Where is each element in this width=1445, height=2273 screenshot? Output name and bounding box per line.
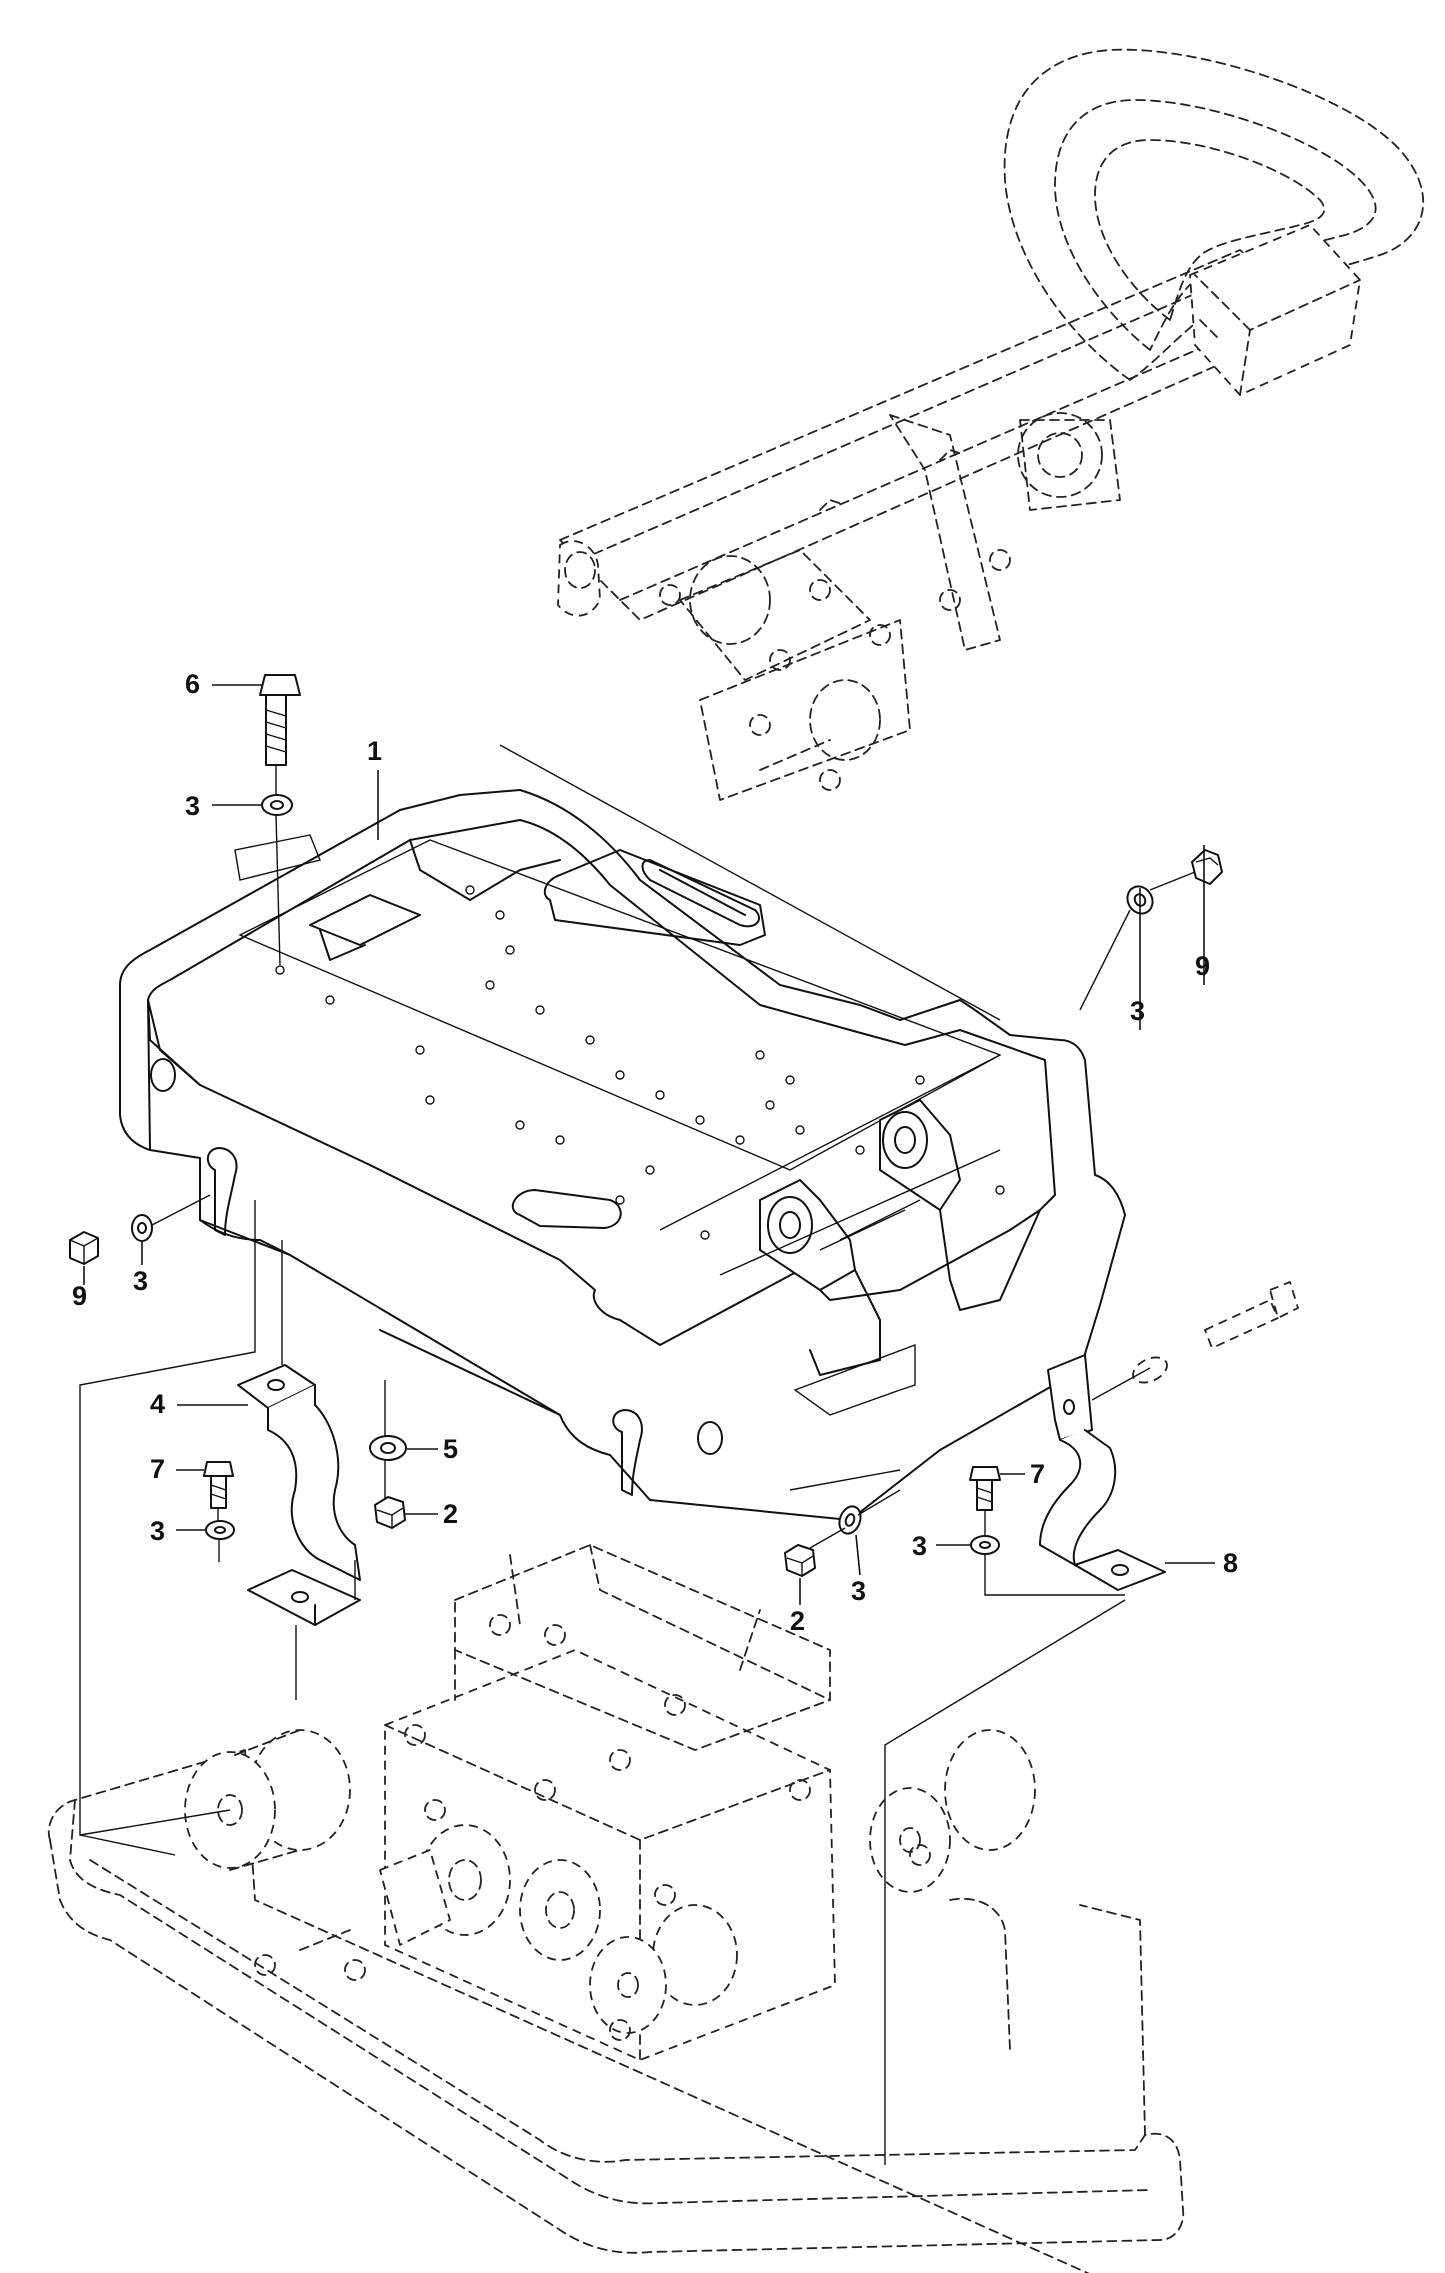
nut-part-2-left: [374, 1496, 406, 1529]
middle-nut-axis: [789, 1469, 901, 1549]
alignment-line-left-b: [79, 1834, 176, 1856]
callout-9-left: 9: [72, 1281, 87, 1311]
nut-part-9-right: [1191, 849, 1223, 885]
handle-alignment-line: [499, 744, 1001, 1021]
callout-1: 1: [367, 736, 382, 766]
frame-part-1: [119, 789, 1126, 1521]
bracket-8-axis: [1091, 1367, 1151, 1401]
nut-part-2-middle: [784, 1544, 816, 1577]
long-bolt-near-bracket-8: [1132, 1281, 1299, 1384]
callout-2-middle: 2: [790, 1606, 805, 1636]
callouts: 6 3 1 9 3 9 3 4 5 7 2 3 7: [72, 669, 1238, 1636]
callout-6: 6: [185, 669, 200, 699]
bolt-7-left-axis: [217, 1508, 220, 1562]
washer-part-3-middle: [838, 1505, 862, 1535]
alignment-line-left: [79, 1200, 256, 1836]
left-nut-axis: [151, 1194, 211, 1226]
callout-9-right: 9: [1195, 951, 1210, 981]
callout-2-left: 2: [443, 1499, 458, 1529]
callout-3-lower-left: 3: [150, 1516, 165, 1546]
washer-part-3-lower-right: [970, 1535, 1000, 1555]
callout-3-top: 3: [185, 791, 200, 821]
washer-part-3-lower-left: [205, 1520, 235, 1540]
callout-3-left: 3: [133, 1266, 148, 1296]
callout-8: 8: [1223, 1548, 1238, 1578]
handle-assembly: [557, 48, 1425, 801]
callout-5: 5: [443, 1434, 458, 1464]
nut-part-9-left: [69, 1231, 99, 1265]
right-nut-axis: [1079, 871, 1196, 1011]
washer-part-3-top: [261, 794, 293, 816]
callout-3-right: 3: [1130, 996, 1145, 1026]
bolt-part-7-left: [203, 1461, 234, 1509]
callout-7-right: 7: [1030, 1459, 1045, 1489]
alignment-line-right: [884, 1599, 1126, 2165]
callout-3-middle: 3: [851, 1576, 866, 1606]
washer-part-3-left: [131, 1214, 153, 1242]
frame-holes: [275, 885, 1005, 1240]
bolt-part-7-right: [969, 1466, 1001, 1511]
bolt-6-axis: [275, 765, 281, 966]
bracket-part-4: [237, 1364, 361, 1626]
alignment-line-right-b: [984, 1585, 1125, 1596]
bolt-part-6: [259, 674, 301, 766]
base-plate-assembly: [47, 1544, 1185, 2273]
bracket-part-8: [1039, 1354, 1166, 1591]
callout-3-lower-right: 3: [912, 1531, 927, 1561]
washer-part-5: [369, 1435, 407, 1461]
callout-4: 4: [150, 1389, 165, 1419]
callout-7-left: 7: [150, 1454, 165, 1484]
